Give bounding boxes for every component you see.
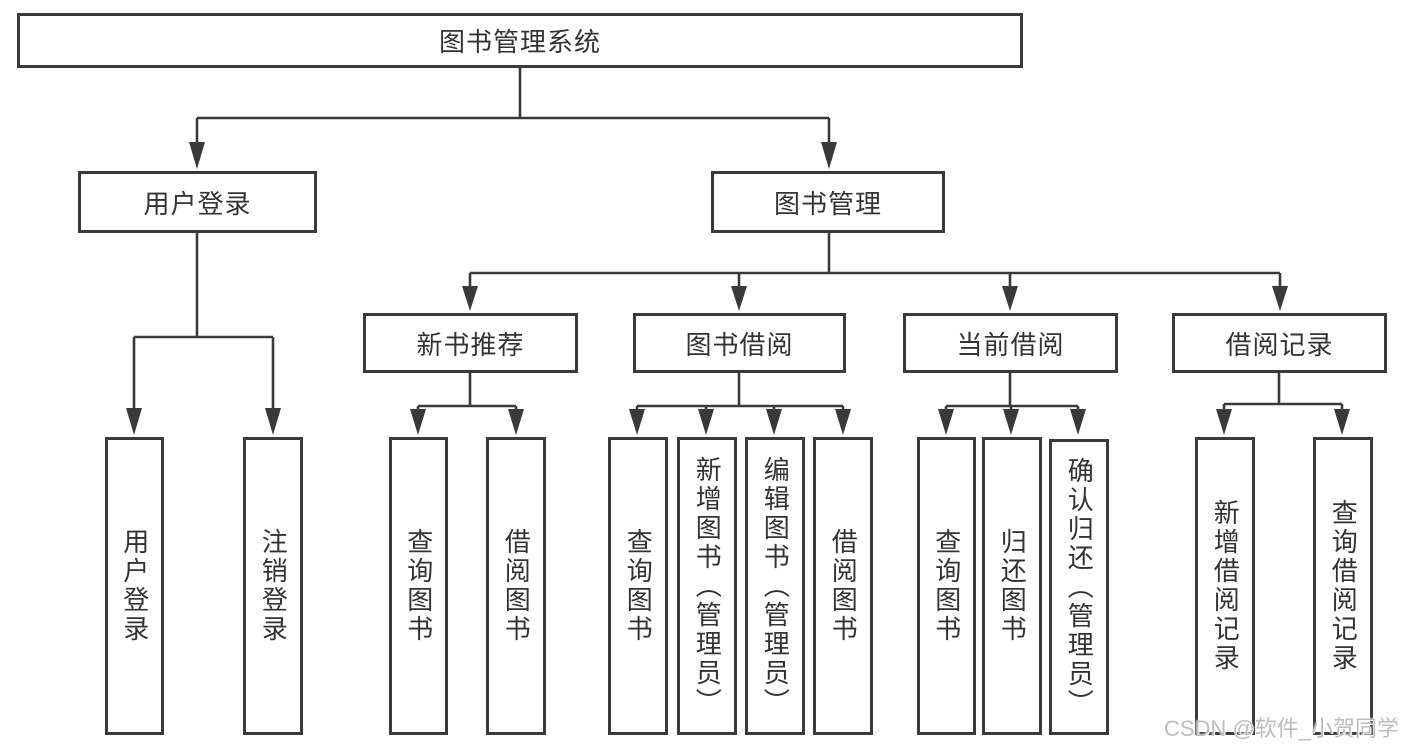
leaf-edit-book-admin-label: 编辑图书（管理员） <box>760 455 791 717</box>
node-user-login: 用户登录 <box>78 171 317 233</box>
leaf-query-books-borrow-label: 查询图书 <box>623 528 654 644</box>
leaf-query-books-borrow: 查询图书 <box>608 437 668 735</box>
node-current-borrow-label: 当前借阅 <box>956 329 1065 360</box>
leaf-logout-login-label: 注销登录 <box>258 528 289 644</box>
leaf-borrow-books: 借阅图书 <box>813 437 873 735</box>
leaf-add-borrow-record-label: 新增借阅记录 <box>1210 499 1241 673</box>
leaf-add-book-admin: 新增图书（管理员） <box>677 437 737 735</box>
node-user-login-label: 用户登录 <box>143 188 252 219</box>
leaf-return-book: 归还图书 <box>982 437 1042 735</box>
leaf-logout-login: 注销登录 <box>243 437 303 735</box>
leaf-user-login: 用户登录 <box>105 437 164 735</box>
leaf-confirm-return-admin-label: 确认归还（管理员） <box>1064 456 1095 718</box>
leaf-user-login-label: 用户登录 <box>119 528 150 644</box>
leaf-borrow-books-recommend: 借阅图书 <box>486 437 546 735</box>
node-root: 图书管理系统 <box>17 13 1023 68</box>
leaf-query-borrow-record: 查询借阅记录 <box>1313 437 1373 735</box>
leaf-confirm-return-admin: 确认归还（管理员） <box>1049 439 1109 735</box>
leaf-query-books-recommend: 查询图书 <box>389 437 448 735</box>
leaf-return-book-label: 归还图书 <box>997 528 1028 644</box>
leaf-query-books-recommend-label: 查询图书 <box>403 528 434 644</box>
node-borrow-records: 借阅记录 <box>1172 313 1387 373</box>
node-new-book-recommend: 新书推荐 <box>363 313 578 373</box>
node-book-management: 图书管理 <box>711 171 945 233</box>
node-book-management-label: 图书管理 <box>773 188 882 219</box>
leaf-add-borrow-record: 新增借阅记录 <box>1195 437 1255 735</box>
node-root-label: 图书管理系统 <box>438 27 601 57</box>
leaf-edit-book-admin: 编辑图书（管理员） <box>745 437 805 735</box>
leaf-query-books-current: 查询图书 <box>917 437 976 735</box>
leaf-query-books-current-label: 查询图书 <box>931 528 962 644</box>
leaf-query-borrow-record-label: 查询借阅记录 <box>1328 499 1359 673</box>
leaf-borrow-books-label: 借阅图书 <box>828 528 859 644</box>
node-borrow-records-label: 借阅记录 <box>1225 329 1334 360</box>
node-current-borrow: 当前借阅 <box>903 313 1118 373</box>
node-new-book-recommend-label: 新书推荐 <box>416 329 525 360</box>
node-book-borrow: 图书借阅 <box>633 313 846 373</box>
node-book-borrow-label: 图书借阅 <box>685 329 794 360</box>
leaf-add-book-admin-label: 新增图书（管理员） <box>692 455 723 717</box>
leaf-borrow-books-recommend-label: 借阅图书 <box>501 528 532 644</box>
